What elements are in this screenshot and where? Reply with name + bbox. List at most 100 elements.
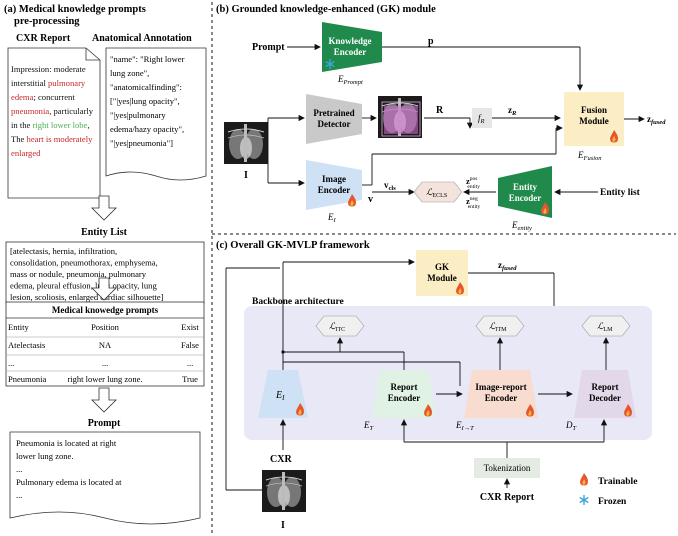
- image-encoder-label-2: Encoder: [318, 185, 351, 195]
- report-line: The heart is moderately: [11, 134, 93, 144]
- entity-list-line: lesion, scoliosis, enlarged cardiac silh…: [10, 292, 164, 302]
- prompt-line: lower lung zone.: [16, 451, 74, 461]
- annotation-line: ["|yes|lung opacity",: [110, 96, 180, 106]
- z-r-label: zR: [508, 105, 517, 117]
- table-cell: Pneumonia: [8, 374, 46, 384]
- prompt-label: Prompt: [88, 418, 121, 429]
- annotation-line: "name": "Right lower: [110, 54, 185, 64]
- prompt-line: Pulmonary edema is located at: [16, 477, 122, 487]
- e-itot-label: EI→T: [455, 420, 474, 432]
- cxr-label-c: CXR: [270, 454, 292, 465]
- panel-a-title-1: (a) Medical knowledge prompts: [4, 4, 146, 15]
- prompts-table: [5, 301, 205, 387]
- itc-loss-label: ℒITC: [329, 321, 345, 333]
- image-encoder: [306, 160, 362, 210]
- table-cell: NA: [99, 340, 112, 350]
- p-label: p: [428, 36, 434, 47]
- ecls-loss: [413, 181, 463, 203]
- entity-list-text: [atelectasis, hernia, infiltration, conso…: [10, 246, 164, 302]
- table-cell: ...: [187, 358, 193, 368]
- hollow-arrow-1: [91, 195, 117, 221]
- d-t-label: DT: [565, 420, 577, 432]
- fusion-label-1: Fusion: [581, 105, 607, 115]
- i-label-b: I: [244, 170, 248, 181]
- itm-loss-label: ℒITM: [489, 321, 507, 333]
- anatomical-annotation-label: Anatomical Annotation: [92, 33, 192, 44]
- entity-list-line: consolidation, pneumothorax, emphysema,: [10, 258, 158, 268]
- annotation-doc: [105, 47, 207, 181]
- entity-list-line: [atelectasis, hernia, infiltration,: [10, 246, 117, 256]
- entity-encoder: [498, 166, 552, 218]
- annotation-line: edema/hazy opacity",: [110, 124, 184, 134]
- prompt-line: ...: [16, 490, 22, 500]
- table-title: Medical knowedge prompts: [52, 305, 159, 315]
- report-encoder-label-1: Report: [391, 382, 418, 392]
- xray-input-image: [223, 121, 269, 165]
- e-i-label-c: EI: [275, 390, 285, 402]
- table-cell: False: [181, 340, 199, 350]
- annotation-line: lung zone",: [110, 68, 149, 78]
- report-line: edema; concurrent: [11, 92, 75, 102]
- panel-a-title-2: pre-processing: [14, 16, 80, 27]
- annotation-line: "|yes|pneumonia"]: [110, 138, 173, 148]
- report-decoder-label-1: Report: [592, 382, 619, 392]
- report-line: pneumonia, particularly: [11, 106, 94, 116]
- v-label: v: [368, 194, 373, 205]
- itc-loss: [315, 315, 365, 337]
- image-encoder-c: [258, 370, 308, 418]
- report-line: in the right lower lobe,: [11, 120, 90, 130]
- detected-roi-image: [377, 95, 423, 139]
- image-encoder-label-1: Image: [322, 174, 346, 184]
- i-label-c: I: [281, 520, 285, 531]
- table-cell: ...: [8, 358, 14, 368]
- hollow-arrow-3: [91, 387, 117, 413]
- tokenization-box: [474, 458, 540, 478]
- report-decoder: [574, 370, 636, 418]
- f-r-box: [472, 108, 492, 128]
- entity-list-line: edema, pleural effusion, lung opacity, l…: [10, 281, 157, 291]
- report-encoder-label-2: Encoder: [388, 393, 421, 403]
- image-report-encoder-label-1: Image-report: [475, 382, 526, 392]
- e-i-label-b: EI: [327, 212, 337, 224]
- legend-flame-icon: [580, 473, 589, 486]
- table-header: Entity: [8, 322, 30, 332]
- xray-input-image-c: [261, 469, 307, 513]
- z-fused-label-b: zfused: [647, 114, 666, 126]
- table-cell: Atelectasis: [8, 340, 45, 350]
- table-header: Exist: [181, 322, 199, 332]
- legend-snowflake-icon: [579, 494, 589, 506]
- lm-loss: [581, 315, 631, 337]
- prompt-text: Pneumonia is located at right lower lung …: [16, 438, 122, 500]
- e-t-label: ET: [363, 420, 374, 432]
- table-cell: right lower lung zone.: [67, 374, 142, 384]
- panel-c-title: (c) Overall GK-MVLP framework: [216, 240, 370, 251]
- gk-label-1: GK: [435, 262, 449, 272]
- report-line: enlarged: [11, 148, 41, 158]
- prompt-line: Pneumonia is located at right: [16, 438, 117, 448]
- ecls-loss-label: ℒECLS: [426, 187, 447, 199]
- fusion-label-2: Module: [579, 116, 609, 126]
- table-cell: True: [182, 374, 198, 384]
- legend-trainable: Trainable: [598, 477, 637, 487]
- z-fused-label-c: zfused: [498, 260, 517, 272]
- prompt-line: ...: [16, 464, 22, 474]
- legend-frozen: Frozen: [598, 497, 627, 507]
- detector-label-2: Detector: [318, 119, 351, 129]
- r-label: R: [436, 105, 444, 116]
- annotation-line: "|yes|pulmonary: [110, 110, 166, 120]
- cxr-report-label: CXR Report: [16, 33, 71, 44]
- cxr-report-fold: [85, 48, 100, 61]
- gk-label-2: Module: [427, 273, 457, 283]
- lm-loss-label: ℒLM: [597, 321, 613, 333]
- entity-encoder-label-1: Entity: [513, 182, 538, 192]
- entity-list-input-label: Entity list: [600, 188, 641, 198]
- panel-b-title: (b) Grounded knowledge-enhanced (GK) mod…: [216, 4, 436, 15]
- e-prompt-label: EPrompt: [337, 74, 363, 86]
- report-encoder: [372, 370, 436, 418]
- report-line: Impression: moderate: [11, 64, 86, 74]
